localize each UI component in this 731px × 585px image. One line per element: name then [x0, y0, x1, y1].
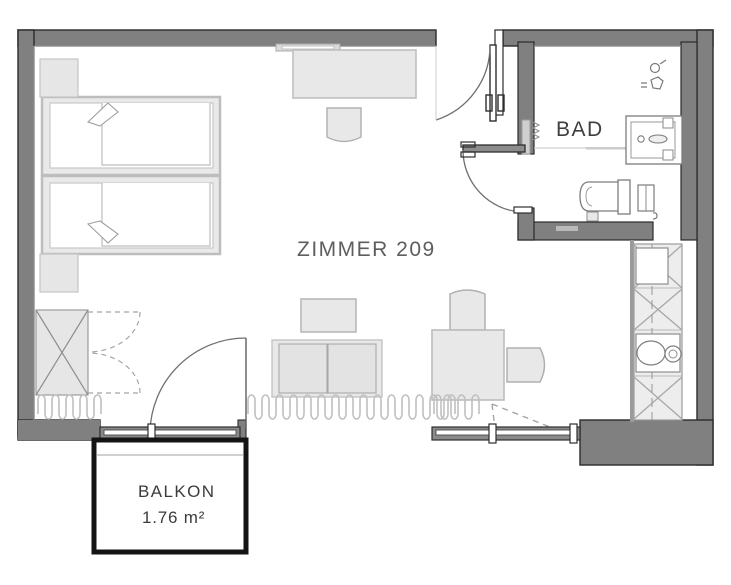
balcony-group [91, 437, 249, 555]
bathroom-door-leaf [462, 144, 526, 153]
room-label-zimmer: ZIMMER 209 [297, 238, 436, 261]
room-label-balkon: BALKON [138, 482, 216, 501]
wall-left-outer [17, 29, 35, 437]
bathroom-wall-fittings [641, 59, 667, 90]
bathroom-drain [637, 135, 645, 143]
wardrobe-group [35, 309, 141, 396]
dining-table [431, 329, 505, 401]
entry-door-hinge-b [497, 94, 505, 112]
desk [292, 49, 417, 99]
room-label-bad: BAD [556, 118, 604, 141]
window-left-glass [103, 429, 237, 436]
kitchen-hob-burner-small [668, 349, 678, 359]
bed-lower-pillow [86, 220, 119, 244]
window-right-mullion [488, 423, 497, 444]
bathroom-door-jamb [513, 206, 533, 214]
radiator-center [247, 394, 480, 420]
wall-top-left [17, 29, 437, 47]
room-area-balkon: 1.76 m² [142, 508, 206, 527]
beds-group [40, 95, 222, 256]
wall-bath-right-inner [680, 41, 698, 241]
bathroom-fixtures-group [521, 59, 683, 231]
wall-inner-lines [33, 45, 681, 420]
kitchenette-group [633, 243, 683, 421]
radiators-group [37, 394, 480, 420]
wardrobe-doors [87, 311, 141, 394]
radiator-left [37, 394, 102, 420]
toilet-bowl [579, 181, 621, 212]
bathroom-faucet-spout [648, 134, 668, 144]
entry-door-hinge-a [485, 94, 493, 112]
entry-door-leaf [489, 44, 497, 122]
bed-upper-pillow [86, 102, 119, 127]
kitchen-sink-basin [636, 340, 666, 366]
toilet-seat-inner [585, 186, 593, 207]
kitchen-hob-burner [664, 345, 682, 363]
wall-bottom-segment-a [18, 420, 100, 440]
doors-group [149, 44, 533, 433]
bathroom-door-hinge-a [460, 141, 476, 148]
bathroom-tap-bottom [662, 149, 674, 161]
dining-chair-right [506, 347, 546, 383]
balcony-door-arc [149, 337, 247, 433]
nightstand-bottom [39, 253, 79, 293]
dining-group [431, 289, 576, 438]
bed-lower-duvet [101, 183, 211, 247]
bathroom-partition-strip [521, 119, 531, 155]
sofa-cushion-right [327, 343, 377, 394]
sofa-cushion-left [278, 343, 328, 394]
desk-chair [326, 107, 362, 143]
wall-bath-bottom [517, 221, 654, 241]
bed-upper-duvet [101, 103, 211, 166]
nightstand-top [39, 58, 79, 98]
window-right-glass [435, 429, 577, 436]
coffee-table [300, 298, 357, 333]
lounge-group [271, 298, 383, 398]
window-right-end-jamb [569, 423, 578, 444]
wardrobe-x2 [35, 309, 89, 396]
bathroom-hinge-marks [531, 121, 541, 141]
wall-shelf-strip [281, 45, 335, 50]
balcony-slab [91, 437, 249, 555]
bathroom-threshold-mark [556, 226, 578, 231]
walls-group [17, 29, 714, 466]
desk-group [275, 43, 417, 143]
bathroom-floor-drain [586, 211, 599, 222]
bathroom-door-hinge-b [460, 151, 476, 158]
bathroom-door-arc [462, 149, 522, 213]
nightstands-group [39, 58, 79, 293]
entry-door-arc [435, 44, 491, 121]
dining-chair-top [449, 289, 486, 331]
bathroom-tap-top [662, 117, 674, 129]
wall-bottom-right-stub [579, 419, 714, 466]
radiator-right [433, 394, 456, 420]
bathroom-hook-icon [652, 212, 658, 220]
wall-kitchen-left [630, 240, 634, 422]
toilet-cistern [617, 179, 631, 215]
wall-right-outer [696, 29, 714, 466]
kitchen-appliance [635, 247, 669, 285]
